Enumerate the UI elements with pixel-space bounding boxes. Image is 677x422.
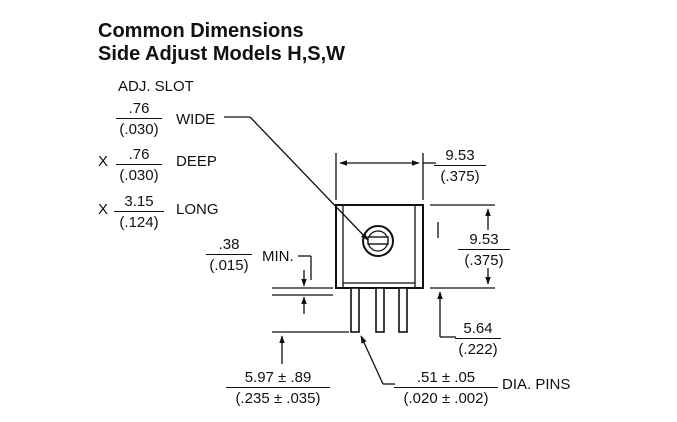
pin-offset-in: (.235 ± .035): [235, 390, 321, 407]
pin-dia-mm: .51 ± .05: [394, 370, 498, 388]
slot-deep-prefix: X: [98, 153, 109, 170]
pin-offset-dim: 5.97 ± .89 (.235 ± .035): [226, 370, 330, 406]
pin-length-mm: 5.64: [455, 321, 501, 339]
pins: [350, 287, 408, 333]
standoff-mm: .38: [206, 237, 252, 255]
slot-deep-dim: .76 (.030): [116, 147, 162, 183]
height-in: (.375): [464, 252, 504, 269]
standoff-min-label: MIN.: [262, 248, 294, 265]
title-line-1: Common Dimensions: [98, 20, 304, 42]
pin-offset-mm: 5.97 ± .89: [226, 370, 330, 388]
pin-length-dimension: [437, 291, 456, 338]
slot-deep-mm: .76: [116, 147, 162, 165]
slot-deep-in: (.030): [119, 167, 159, 184]
height-mm: 9.53: [458, 232, 510, 250]
standoff-dim: .38 (.015): [206, 237, 252, 273]
slot-deep-label: DEEP: [176, 153, 217, 170]
height-dimension: [430, 204, 495, 289]
slot-long-mm: 3.15: [114, 194, 164, 212]
slot-long-prefix: X: [98, 201, 109, 218]
width-mm: 9.53: [434, 148, 486, 166]
adjustment-screw-icon: [362, 225, 394, 257]
width-in: (.375): [440, 168, 480, 185]
pin-dia-dim: .51 ± .05 (.020 ± .002): [394, 370, 498, 406]
slot-wide-dim: .76 (.030): [116, 101, 162, 137]
width-dimension: [335, 153, 436, 200]
slot-long-dim: 3.15 (.124): [114, 194, 164, 230]
slot-wide-mm: .76: [116, 101, 162, 119]
slot-long-label: LONG: [176, 201, 219, 218]
pin-length-dim: 5.64 (.222): [455, 321, 501, 357]
slot-wide-label: WIDE: [176, 111, 216, 128]
standoff-in: (.015): [209, 257, 249, 274]
pin-dia-label: DIA. PINS: [502, 376, 571, 393]
width-dim: 9.53 (.375): [434, 148, 486, 184]
pin-offset-dimension: [272, 331, 349, 364]
standoff-dimension: [272, 255, 333, 314]
slot-wide-in: (.030): [119, 121, 159, 138]
title-line-2: Side Adjust Models H,S,W: [98, 43, 346, 65]
pin-dia-in: (.020 ± .002): [403, 390, 489, 407]
slot-leader-line: [224, 116, 369, 241]
pin-length-in: (.222): [458, 341, 498, 358]
slot-long-in: (.124): [119, 214, 159, 231]
pin-dia-leader-line: [360, 335, 395, 385]
adj-slot-label: ADJ. SLOT: [118, 78, 194, 95]
height-dim: 9.53 (.375): [458, 232, 510, 268]
